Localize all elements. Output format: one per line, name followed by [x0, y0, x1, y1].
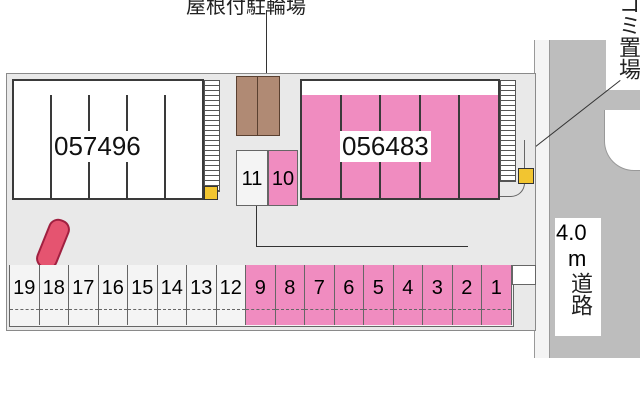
bike-slot	[237, 77, 258, 135]
road-label-unit: m	[568, 246, 587, 271]
parking-stall-6: 6	[334, 265, 364, 325]
road-label-box	[555, 218, 601, 336]
parking-stall-18: 18	[39, 265, 69, 325]
bike-shelter	[236, 76, 280, 136]
road-label-width: 4.0	[556, 220, 587, 245]
parking-stall-17: 17	[69, 265, 99, 325]
stairs-icon	[500, 80, 516, 182]
unit	[14, 95, 52, 198]
garbage-box-icon	[518, 168, 534, 184]
parking-slot-11: 11	[236, 150, 268, 206]
parking-stall-12: 12	[216, 265, 246, 325]
parking-stall-3: 3	[423, 265, 453, 325]
bike-slot	[258, 77, 278, 135]
sidewalk	[534, 40, 550, 358]
unit	[302, 95, 342, 198]
parking-stall-5: 5	[364, 265, 394, 325]
garbage-box-icon	[204, 186, 218, 200]
parking-stall-2: 2	[452, 265, 482, 325]
garbage-area-label: ゴミ置場	[612, 0, 640, 80]
parking-stall-9: 9	[246, 265, 276, 325]
bike-shelter-leader-line	[266, 10, 267, 78]
parking-stall-1: 1	[482, 265, 512, 325]
parking-stall-19: 19	[10, 265, 40, 325]
unit	[420, 95, 461, 198]
building-056483: 056483	[300, 79, 500, 200]
building-057496: 057496	[12, 79, 204, 200]
stairs-icon	[204, 80, 220, 192]
unit	[166, 95, 202, 198]
building-id: 056483	[340, 131, 431, 162]
bike-shelter-label: 屋根付駐輪場	[186, 0, 306, 18]
building-id: 057496	[52, 131, 143, 162]
parking-stall-4: 4	[393, 265, 423, 325]
parking-stall-8: 8	[275, 265, 305, 325]
leader-line	[256, 246, 468, 247]
parking-stall-15: 15	[128, 265, 158, 325]
parking-stall-13: 13	[187, 265, 217, 325]
road-label-word: 道路	[568, 272, 593, 316]
parking-stall-7: 7	[305, 265, 335, 325]
leader-line	[256, 206, 257, 246]
parking-slot-10: 10	[268, 150, 298, 206]
unit	[460, 95, 498, 198]
stall-end	[512, 265, 536, 285]
parking-stall-16: 16	[98, 265, 128, 325]
parking-stall-14: 14	[157, 265, 187, 325]
